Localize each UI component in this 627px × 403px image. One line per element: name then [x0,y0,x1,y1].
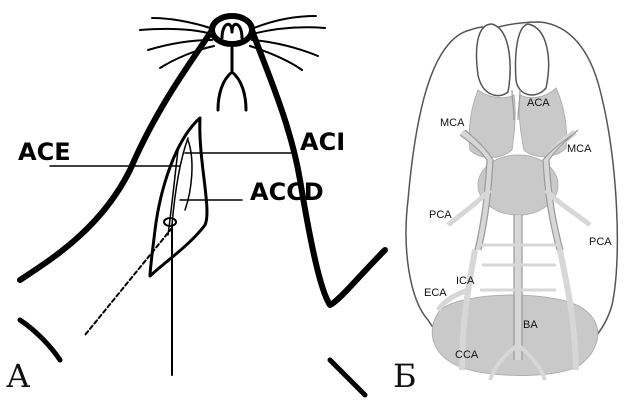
snout-outline-right [252,30,385,305]
label-pca-left: PCA [429,209,452,221]
label-mca-left: MCA [440,117,465,129]
incision-outline [150,118,207,276]
neck-dissection-drawing [20,16,385,395]
lower-body-right [330,360,365,395]
label-ace: ACE [18,138,71,166]
lower-body-left [20,320,60,360]
label-cca: CCA [455,349,479,361]
panel-letter-b: Б [393,360,417,392]
panel-letter-a: А [6,360,30,392]
dashed-needle [85,228,172,335]
brain-base-drawing [406,22,617,380]
mouth [218,48,246,110]
label-pca-right: PCA [589,236,612,248]
label-accd: ACCD [250,178,324,206]
label-aca: ACA [527,97,550,109]
label-ba: BA [523,319,538,331]
nostrils [222,24,242,38]
label-eca: ECA [424,287,447,299]
label-mca-right: MCA [567,143,592,155]
label-aci: ACI [300,128,345,156]
label-ica: ICA [456,275,475,287]
